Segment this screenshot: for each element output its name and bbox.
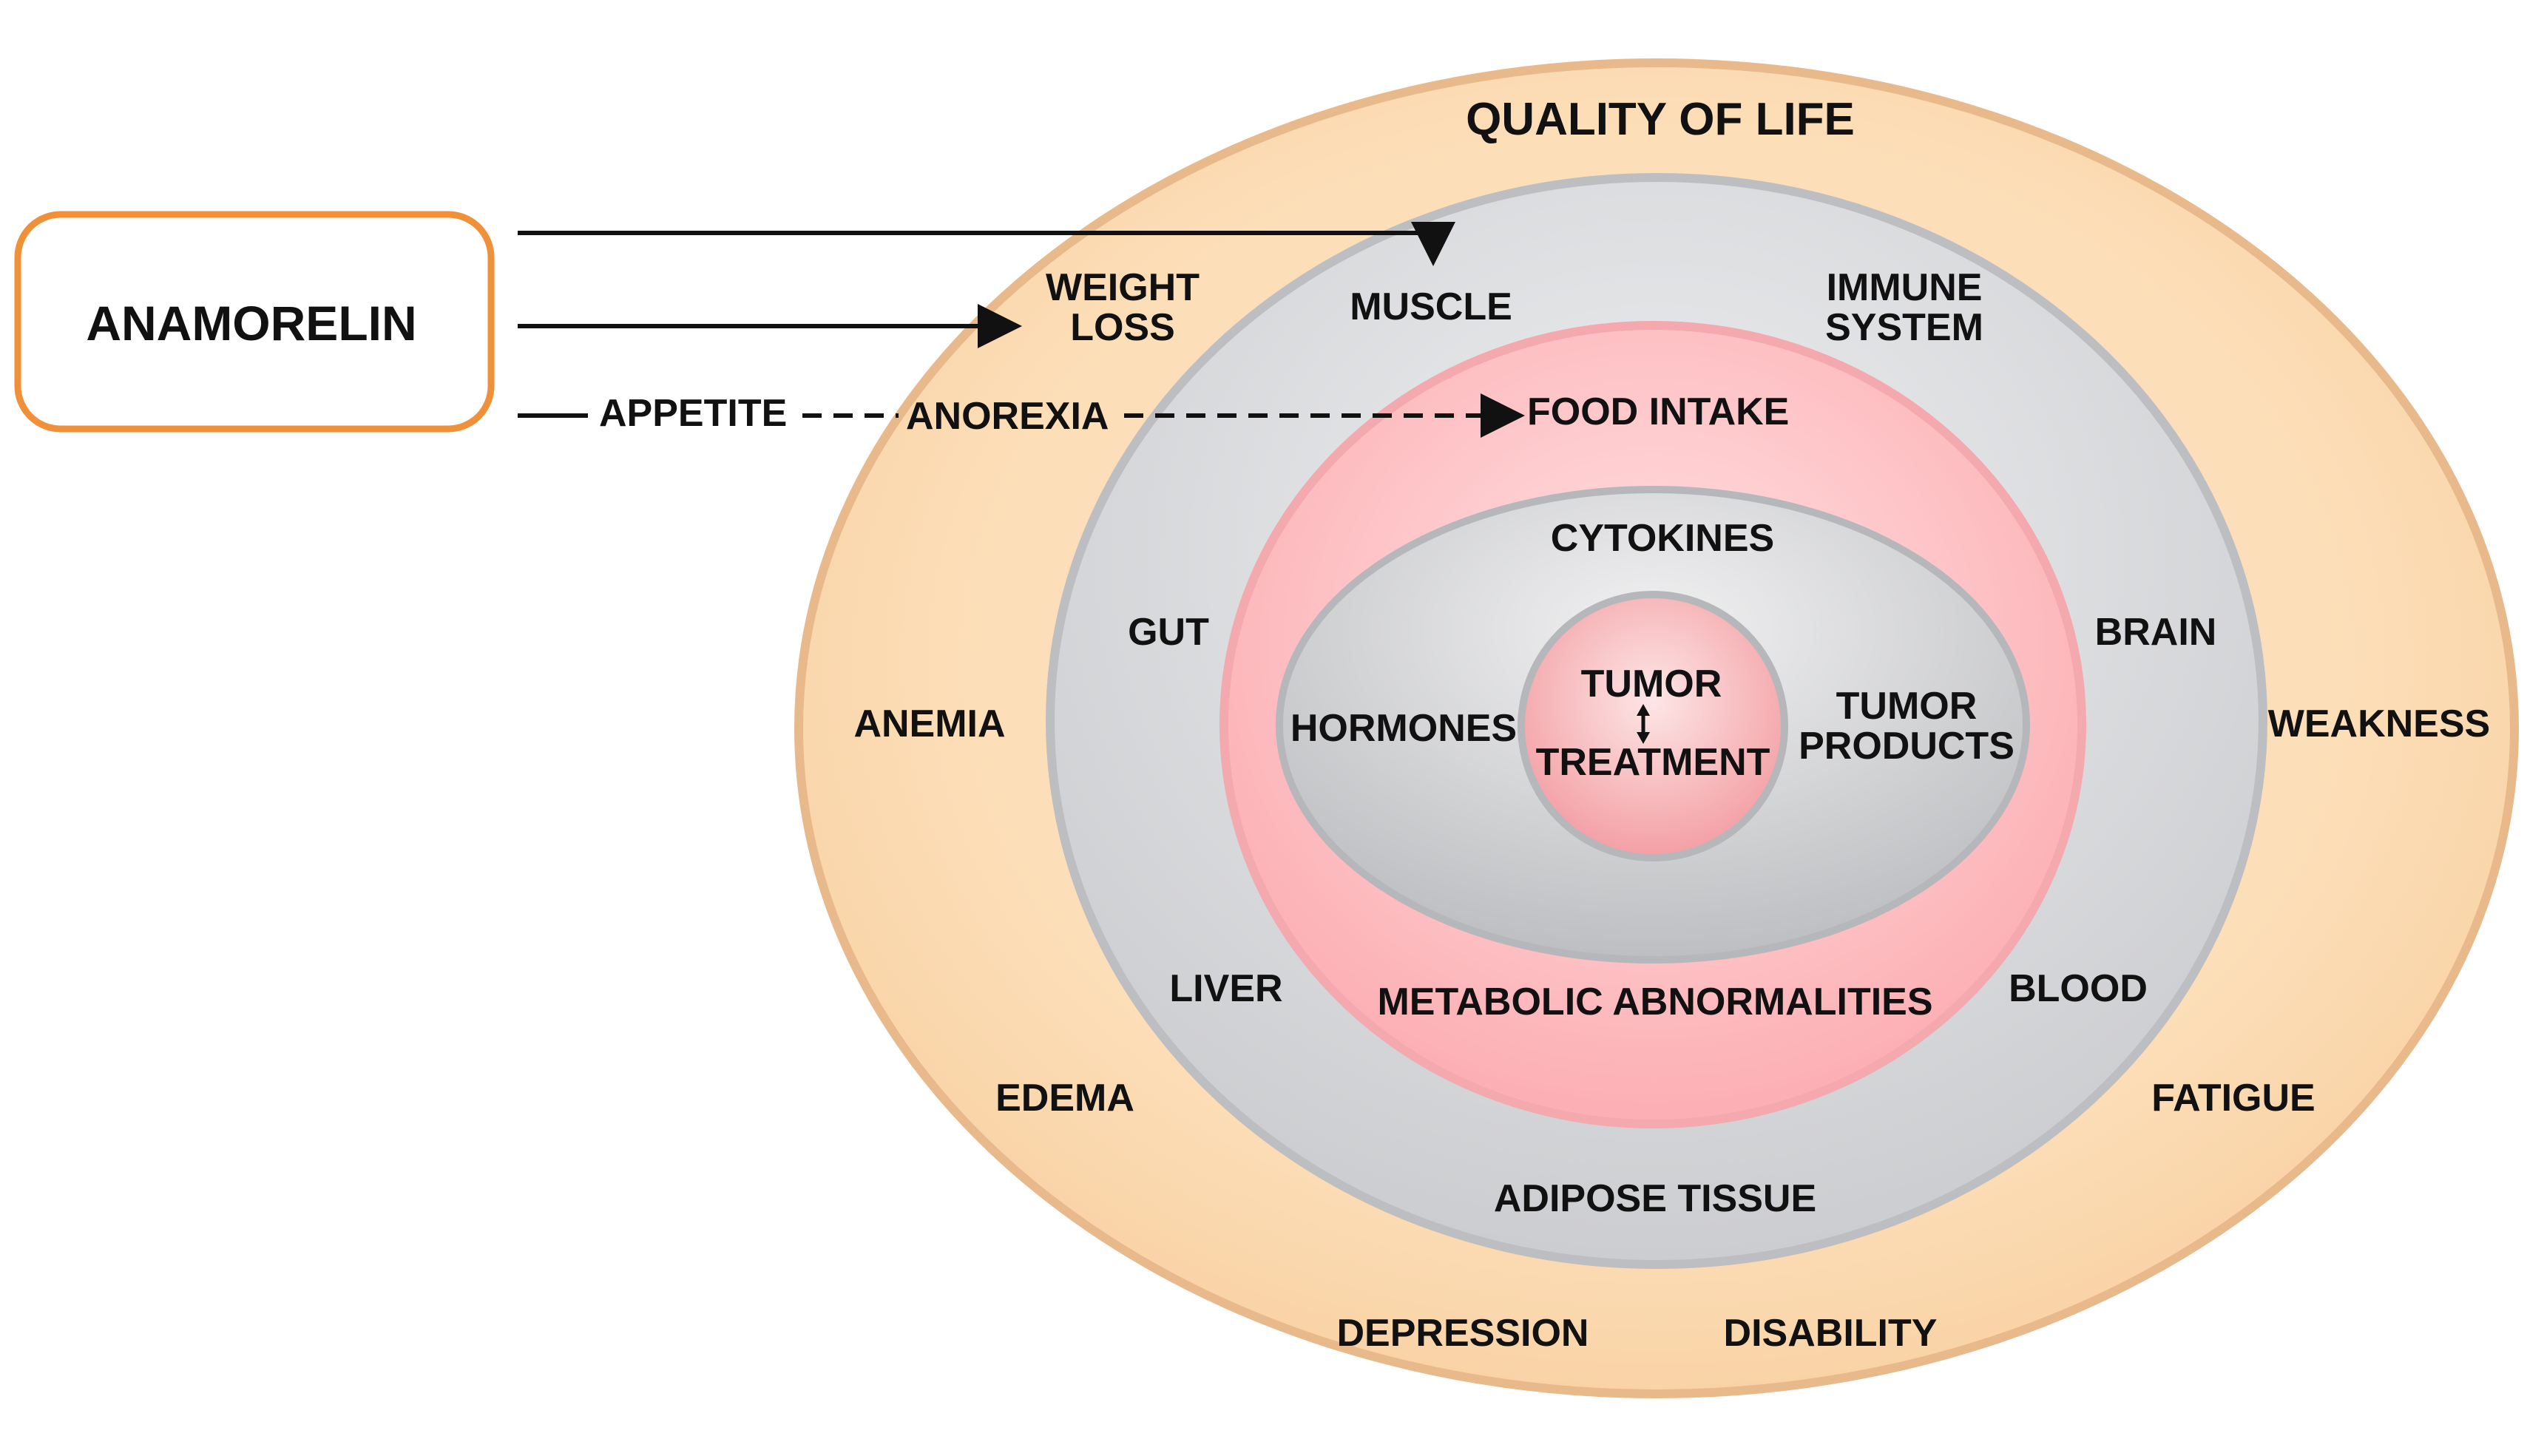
drug-name: ANAMORELIN — [86, 296, 416, 351]
appetite-label: APPETITE — [599, 392, 787, 435]
liver-label: LIVER — [1169, 967, 1282, 1010]
muscle-label: MUSCLE — [1350, 285, 1512, 328]
weight-loss-label-2: LOSS — [1070, 306, 1175, 349]
tumor-core — [1518, 591, 1788, 861]
anamorelin-box — [14, 211, 495, 433]
adipose-tissue-label: ADIPOSE TISSUE — [1494, 1177, 1816, 1220]
blood-label: BLOOD — [2009, 967, 2148, 1010]
depression-label: DEPRESSION — [1337, 1312, 1589, 1355]
immune-system-label-1: IMMUNE — [1827, 266, 1983, 309]
edema-label: EDEMA — [995, 1077, 1134, 1120]
fatigue-label: FATIGUE — [2151, 1077, 2315, 1120]
hormones-label: HORMONES — [1290, 707, 1517, 750]
treatment-label: TREATMENT — [1536, 741, 1770, 784]
tumor-products-label-1: TUMOR — [1836, 685, 1978, 728]
brain-label: BRAIN — [2095, 611, 2217, 654]
anorexia-label: ANOREXIA — [906, 395, 1109, 438]
tumor-products-label-2: PRODUCTS — [1799, 725, 2015, 768]
cytokines-label: CYTOKINES — [1551, 517, 1774, 560]
quality-of-life-title: QUALITY OF LIFE — [1466, 94, 1855, 145]
immune-system-label-2: SYSTEM — [1825, 306, 1983, 349]
disability-label: DISABILITY — [1724, 1312, 1938, 1355]
metabolic-abnormalities-label: METABOLIC ABNORMALITIES — [1377, 981, 1932, 1023]
gut-label: GUT — [1128, 611, 1209, 654]
weight-loss-label-1: WEIGHT — [1046, 266, 1200, 309]
weakness-label: WEAKNESS — [2268, 702, 2490, 745]
muscle-arrow — [518, 222, 1455, 266]
tumor-label: TUMOR — [1581, 663, 1722, 705]
bidirectional-arrow-icon — [1637, 704, 1650, 744]
anemia-label: ANEMIA — [853, 702, 1005, 745]
food-intake-label: FOOD INTAKE — [1527, 390, 1789, 433]
